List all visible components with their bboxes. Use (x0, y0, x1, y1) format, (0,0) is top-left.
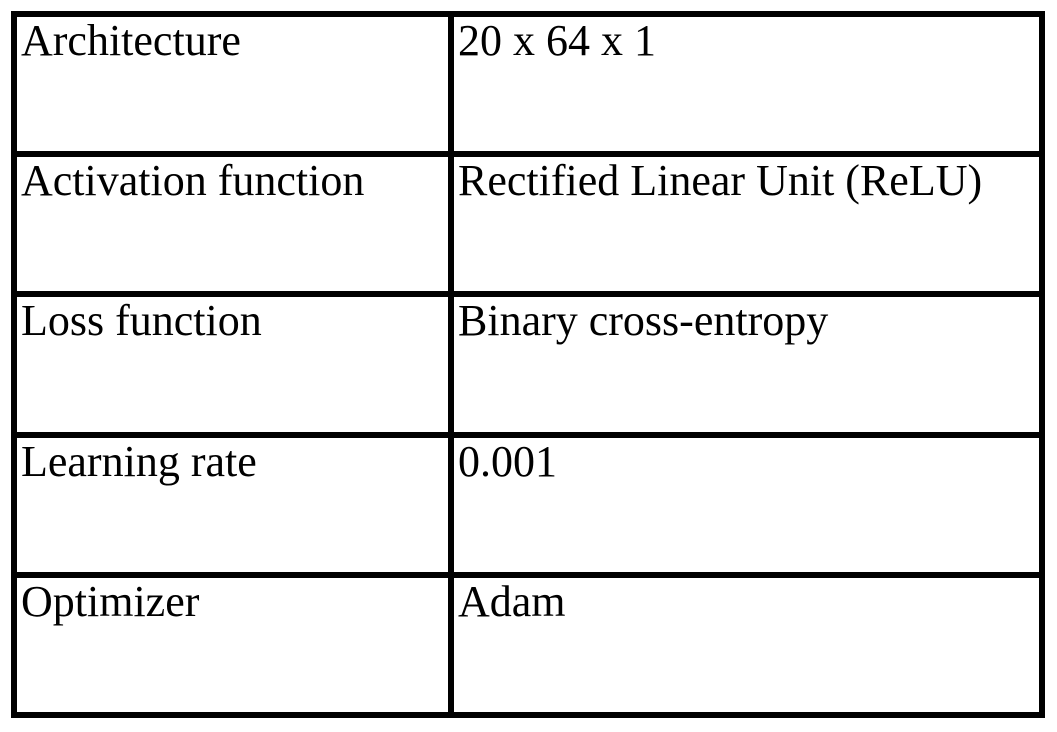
parameter-value-cell: Rectified Linear Unit (ReLU) (451, 154, 1042, 294)
table-row: Optimizer Adam (14, 575, 1042, 715)
parameter-name-cell: Architecture (14, 14, 451, 154)
parameter-value-cell: Adam (451, 575, 1042, 715)
hyperparameter-table-container: Architecture 20 x 64 x 1 Activation func… (11, 11, 1045, 718)
table-row: Loss function Binary cross-entropy (14, 294, 1042, 434)
parameter-name-cell: Optimizer (14, 575, 451, 715)
parameter-name-cell: Learning rate (14, 435, 451, 575)
parameter-value-cell: Binary cross-entropy (451, 294, 1042, 434)
parameter-name-cell: Activation function (14, 154, 451, 294)
hyperparameter-table: Architecture 20 x 64 x 1 Activation func… (11, 11, 1045, 718)
parameter-value-cell: 0.001 (451, 435, 1042, 575)
table-row: Architecture 20 x 64 x 1 (14, 14, 1042, 154)
table-row: Learning rate 0.001 (14, 435, 1042, 575)
parameter-value-cell: 20 x 64 x 1 (451, 14, 1042, 154)
table-row: Activation function Rectified Linear Uni… (14, 154, 1042, 294)
parameter-name-cell: Loss function (14, 294, 451, 434)
